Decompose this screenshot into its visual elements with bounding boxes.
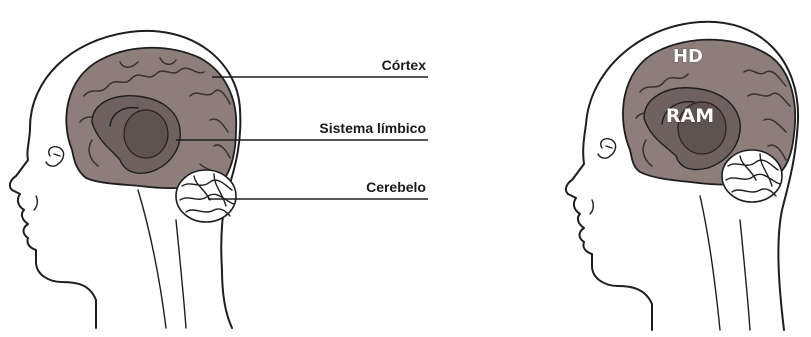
- right-head-figure: HD RAM: [566, 22, 798, 330]
- left-ear-icon: [46, 147, 64, 166]
- cortex-label: Córtex: [382, 57, 427, 73]
- right-neck-line: [700, 196, 720, 330]
- left-cerebellum: [176, 170, 236, 222]
- left-neck-line-2: [176, 220, 186, 328]
- ram-label: RAM: [666, 105, 714, 127]
- right-face-detail: [590, 200, 593, 214]
- limbic-label: Sistema límbico: [319, 120, 426, 136]
- left-head-figure: Córtex Sistema límbico Cerebelo: [10, 31, 428, 328]
- left-face-detail: [34, 196, 37, 210]
- left-neck-line: [138, 190, 166, 328]
- right-ear-icon: [598, 139, 616, 158]
- right-neck-line-2: [740, 220, 750, 330]
- left-limbic-core: [124, 110, 168, 158]
- right-cerebellum: [722, 150, 782, 202]
- cerebellum-label: Cerebelo: [366, 179, 426, 195]
- hd-label: HD: [673, 46, 703, 67]
